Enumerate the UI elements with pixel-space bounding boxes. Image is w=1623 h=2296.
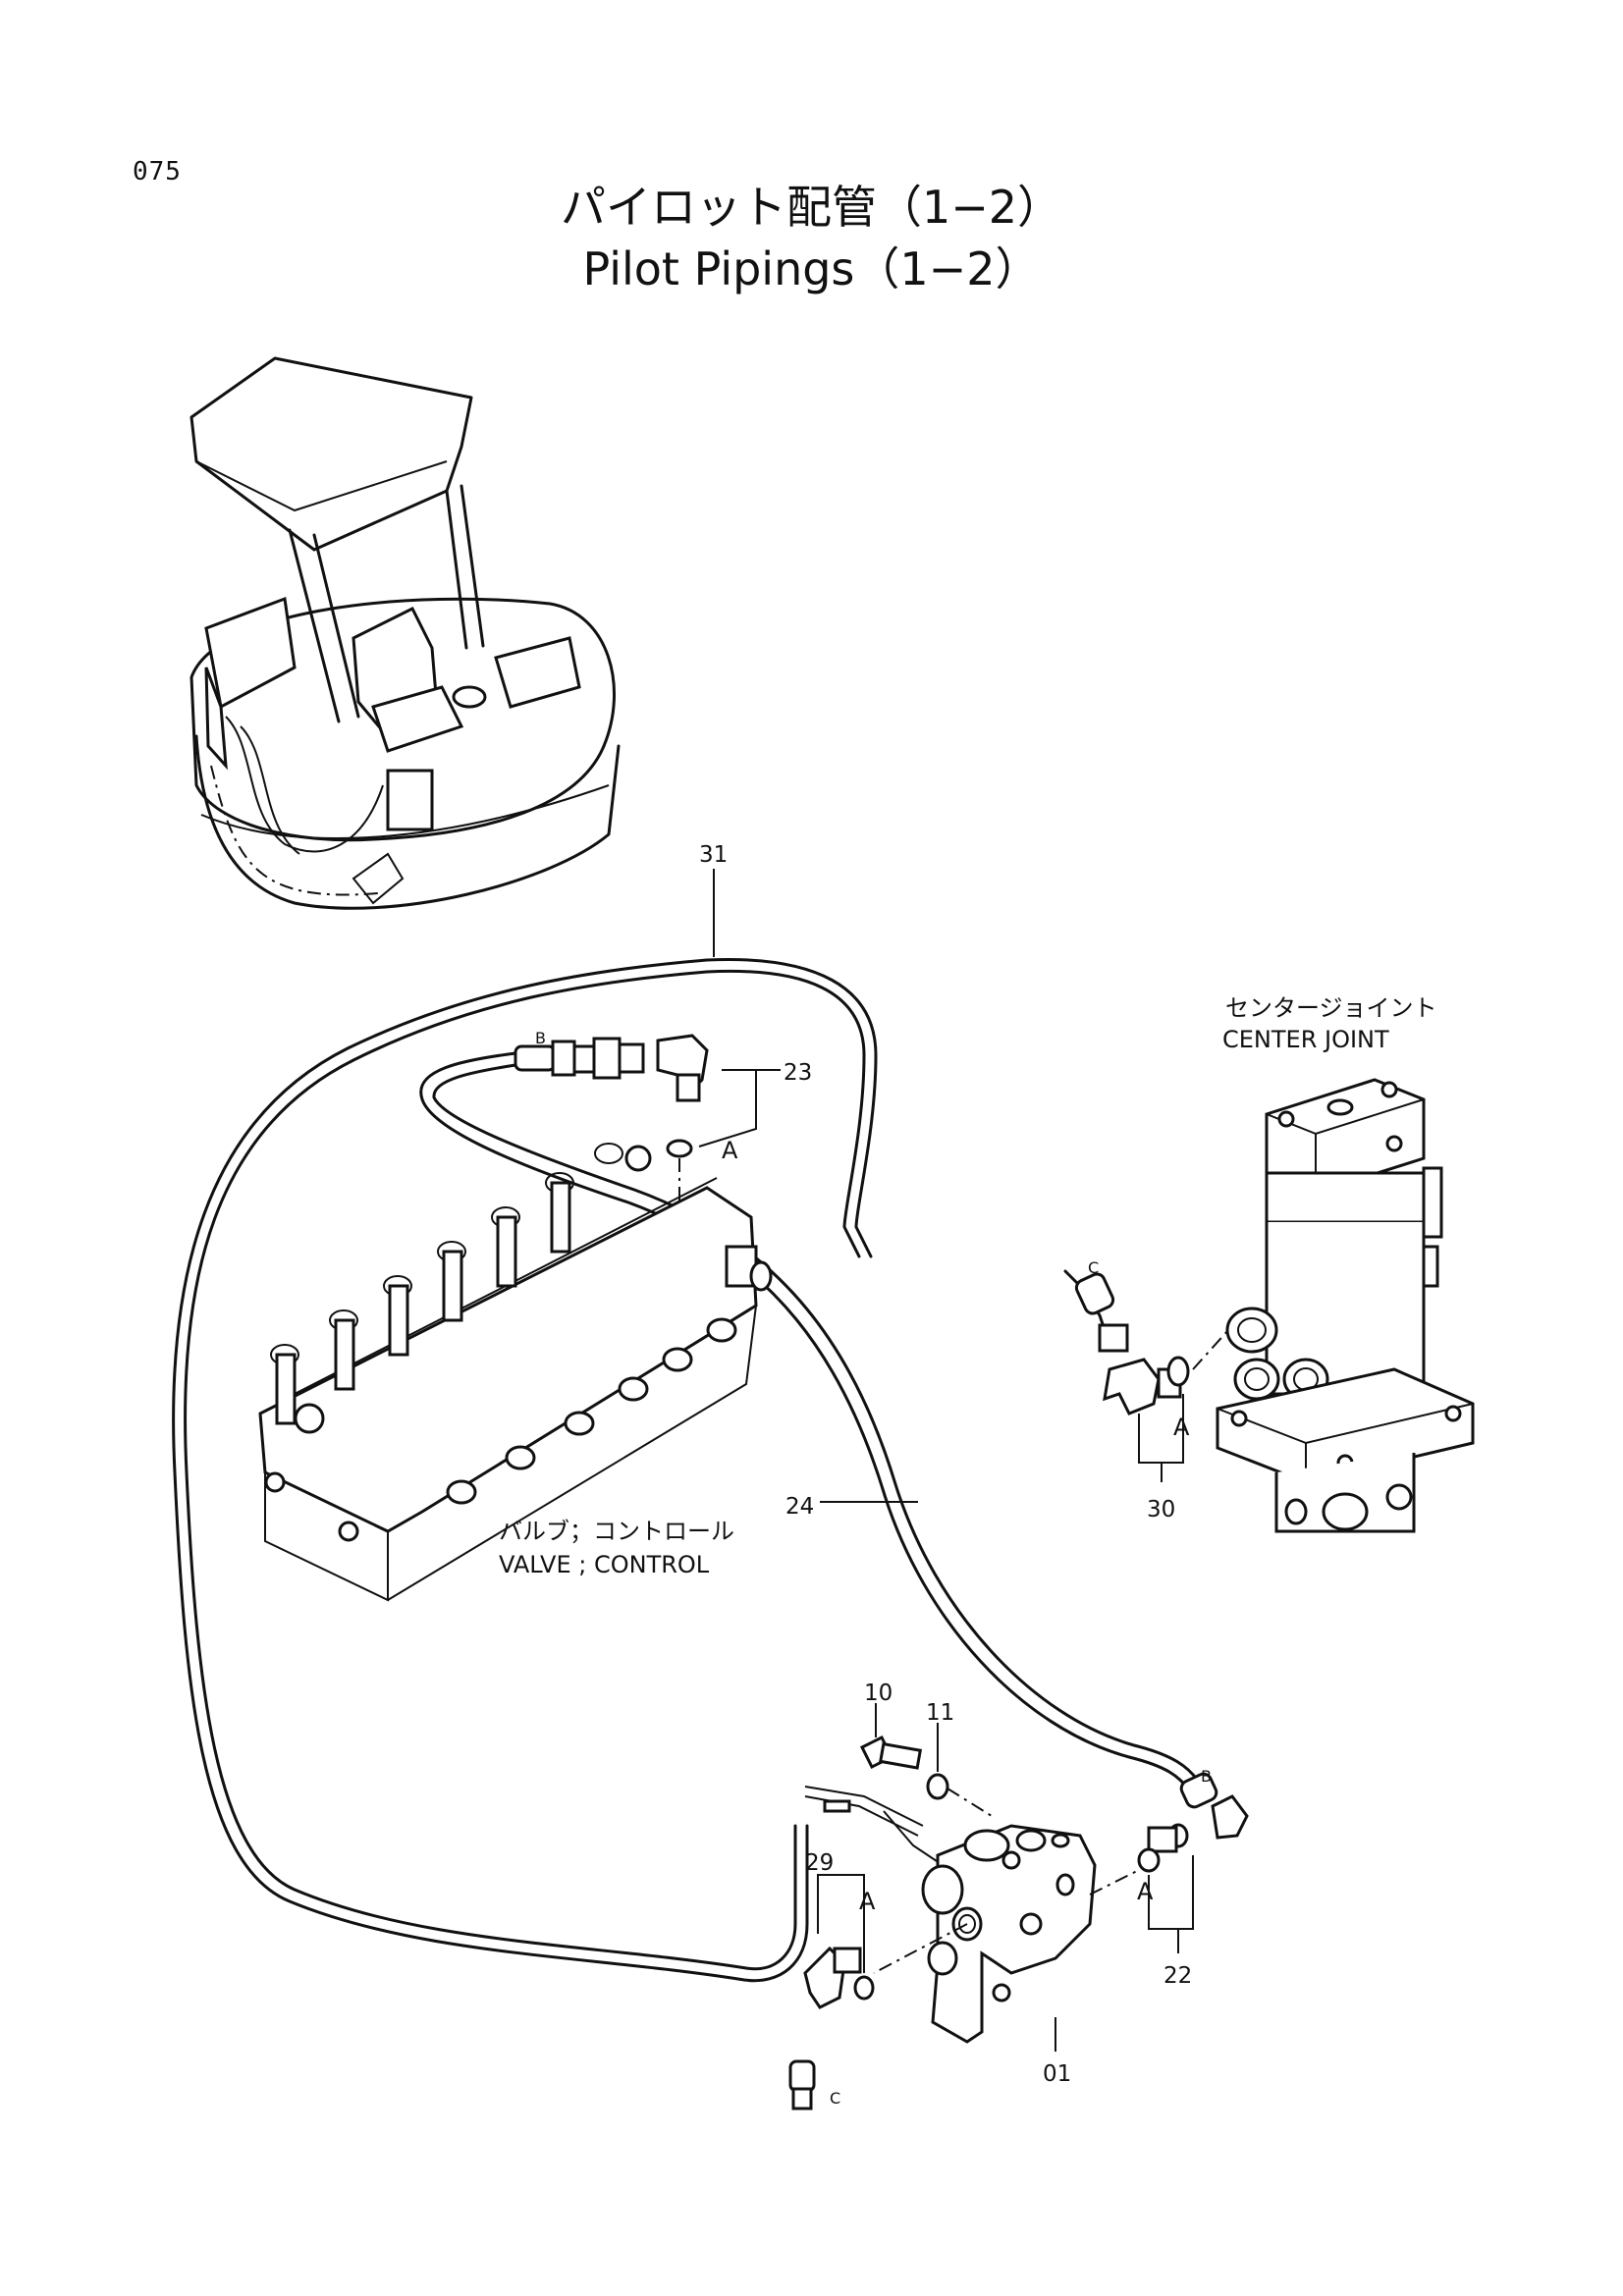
control-valve-label-en: VALVE ; CONTROL bbox=[499, 1551, 710, 1578]
callout-24: 24 bbox=[785, 1494, 814, 1520]
mark-b-top: B bbox=[535, 1029, 546, 1047]
center-joint-label-jp: センタージョイント bbox=[1225, 994, 1437, 1022]
mark-a-22: A bbox=[1137, 1878, 1154, 1905]
leader-lines bbox=[713, 869, 1179, 2052]
fitting-23-group bbox=[514, 1034, 781, 1237]
fitting-29-group bbox=[788, 1874, 875, 2110]
fitting-22-group bbox=[1137, 1772, 1249, 1930]
center-joint-label-en: CENTER JOINT bbox=[1222, 1026, 1389, 1053]
callout-30: 30 bbox=[1147, 1497, 1175, 1522]
callout-22: 22 bbox=[1163, 1963, 1192, 1989]
mark-a-30: A bbox=[1173, 1414, 1190, 1441]
page-number: 075 bbox=[133, 157, 182, 187]
center-joint-illustration bbox=[1216, 1078, 1475, 1533]
mark-a-29: A bbox=[859, 1888, 876, 1915]
page-title-jp: パイロット配管（1−2） bbox=[560, 181, 1063, 234]
pilot-valve-01-illustration bbox=[804, 1735, 1140, 2044]
callout-31: 31 bbox=[699, 842, 728, 868]
control-valve-illustration bbox=[258, 1143, 773, 1602]
callout-29: 29 bbox=[805, 1850, 834, 1876]
pipe-31 bbox=[172, 957, 878, 1983]
callout-10: 10 bbox=[864, 1681, 893, 1706]
page-title-en: Pilot Pipings（1−2） bbox=[582, 242, 1041, 295]
control-valve-label-jp: バルブ；コントロール bbox=[499, 1518, 734, 1545]
component-labels: センタージョイント CENTER JOINT バルブ；コントロール VALVE … bbox=[499, 994, 1437, 1578]
mark-b-valve: B bbox=[1201, 1767, 1212, 1786]
mark-a-23: A bbox=[722, 1137, 738, 1164]
callout-11: 11 bbox=[926, 1700, 954, 1726]
mark-c-top: C bbox=[1088, 1258, 1099, 1277]
fitting-30-group bbox=[1063, 1269, 1238, 1464]
callout-01: 01 bbox=[1043, 2061, 1071, 2087]
pipe-24 bbox=[419, 1051, 1200, 1790]
connection-marks: A A A A B B C C bbox=[535, 1029, 1212, 2108]
excavator-illustration bbox=[189, 356, 621, 910]
callout-labels: 31 23 24 30 10 11 29 22 01 bbox=[699, 842, 1192, 2087]
mark-c-bottom: C bbox=[830, 2089, 840, 2108]
callout-23: 23 bbox=[784, 1060, 812, 1086]
